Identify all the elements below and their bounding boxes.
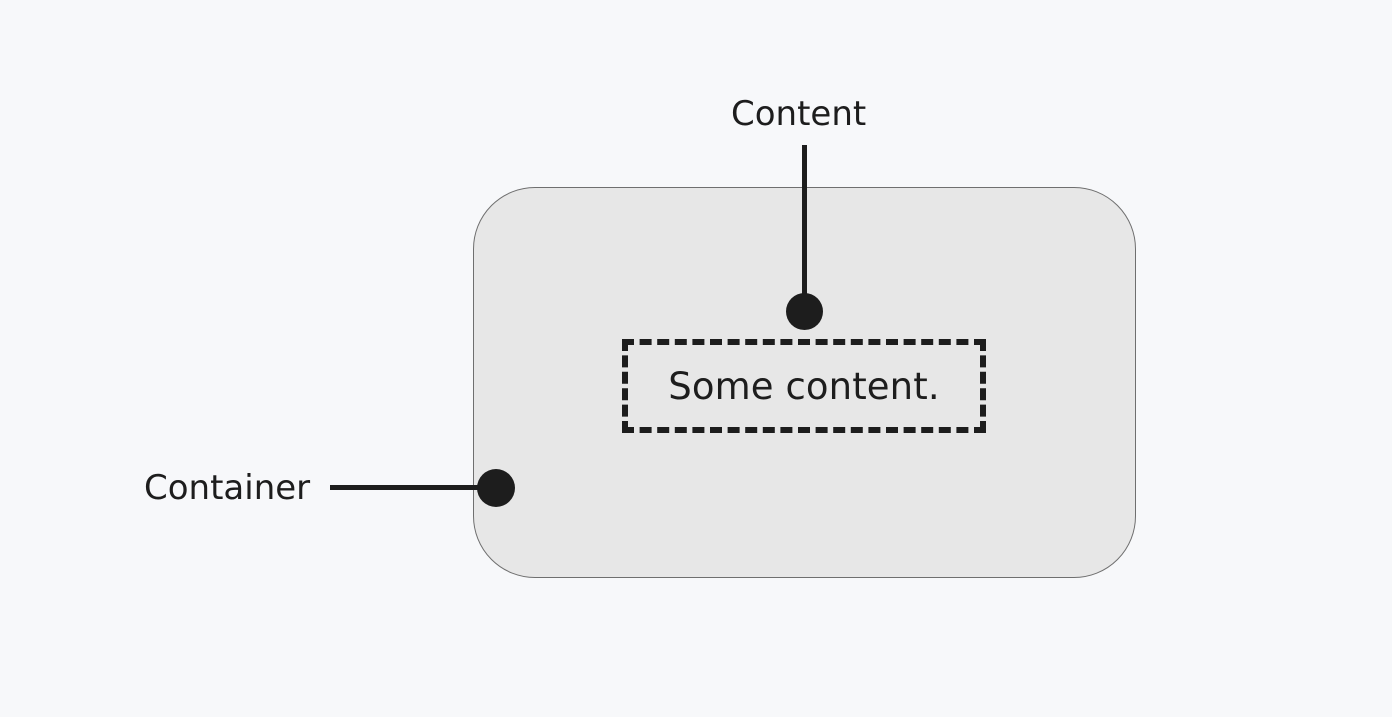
container-anchor-dot-icon [477, 469, 515, 507]
content-box: Some content. [622, 339, 986, 433]
container-annotation-label: Container [144, 468, 311, 508]
content-leader-line [802, 145, 807, 313]
content-box-text: Some content. [668, 364, 940, 408]
content-annotation-label: Content [731, 94, 867, 134]
content-anchor-dot-icon [786, 293, 823, 330]
container-leader-line [330, 485, 498, 490]
